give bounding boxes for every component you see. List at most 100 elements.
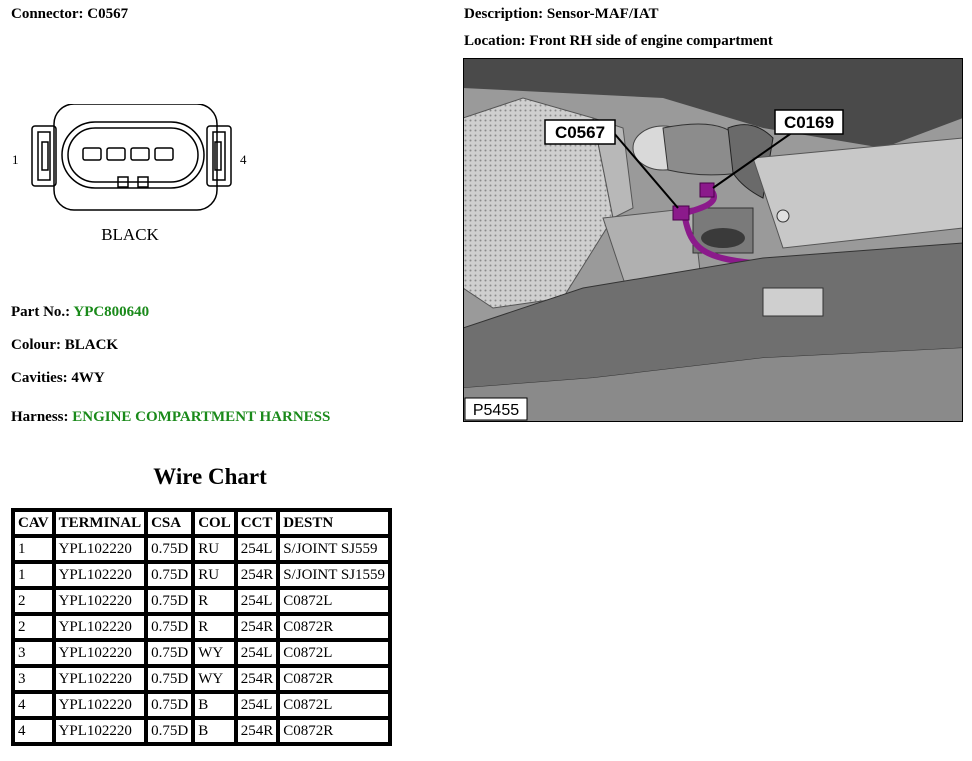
cell-destn: C0872R [278,614,391,640]
cell-csa: 0.75D [146,588,194,614]
cell-cav: 4 [13,718,54,744]
cell-csa: 0.75D [146,666,194,692]
engine-compartment-photo: C0567 C0169 P5455 [463,58,963,422]
harness-line: Harness: ENGINE COMPARTMENT HARNESS [11,409,330,426]
left-latch-slot [41,141,49,171]
cell-destn: C0872L [278,692,391,718]
cell-col: WY [193,640,236,666]
location-value: Front RH side of engine compartment [529,33,773,49]
callout-c0567-box [544,119,616,145]
cell-destn: C0872L [278,588,391,614]
header-terminal: TERMINAL [53,510,147,536]
cell-terminal: YPL102220 [53,640,147,666]
cell-cct: 254R [235,666,279,692]
cell-csa: 0.75D [146,718,194,744]
bolt-head [776,209,790,223]
description-value: Sensor-MAF/IAT [546,6,659,22]
cell-cct: 254R [235,718,279,744]
connector-c0567-mark [672,205,690,221]
terminal-3 [130,147,150,161]
cell-terminal: YPL102220 [53,588,147,614]
cell-cct: 254L [235,588,279,614]
right-latch-inner [212,131,226,181]
sensor-port [701,228,745,248]
cell-terminal: YPL102220 [53,692,147,718]
cell-terminal: YPL102220 [53,562,147,588]
connector-housing [53,104,218,211]
cell-col: R [193,588,236,614]
callout-c0567-leader [612,131,679,209]
key-tab-1 [117,176,129,188]
harness-link[interactable]: ENGINE COMPARTMENT HARNESS [72,409,331,425]
engine-cover [463,97,614,309]
cell-csa: 0.75D [146,640,194,666]
callout-c0567-text: C0567 [555,123,605,142]
cell-destn: S/JOINT SJ1559 [278,562,391,588]
terminal-1 [82,147,102,161]
callout-c0169-leader [712,131,794,189]
cell-destn: S/JOINT SJ559 [278,536,391,562]
connector-oval-outer [61,121,205,189]
diagram-colour-caption: BLACK [101,225,159,244]
radiator-support [463,242,963,389]
cell-col: B [193,692,236,718]
connector-oval-inner [67,127,199,183]
callout-c0169-box [774,109,844,135]
cell-cct: 254L [235,640,279,666]
latch-bracket [762,287,824,317]
cell-terminal: YPL102220 [53,718,147,744]
cell-destn: C0872R [278,718,391,744]
cell-col: B [193,718,236,744]
wire-chart-title: Wire Chart [153,464,267,489]
cell-cav: 3 [13,666,54,692]
pin-4-label: 4 [240,152,247,167]
description-line: Description: Sensor-MAF/IAT [464,6,659,23]
cell-cav: 1 [13,536,54,562]
part-no-line: Part No.: YPC800640 [11,304,149,321]
cell-terminal: YPL102220 [53,666,147,692]
connector-line: Connector: C0567 [11,6,128,23]
connector-c0169-mark [699,182,715,198]
terminal-2 [106,147,126,161]
cell-col: RU [193,536,236,562]
cell-csa: 0.75D [146,692,194,718]
header-csa: CSA [146,510,194,536]
cavities-value: 4WY [71,370,105,386]
cell-cav: 2 [13,588,54,614]
location-line: Location: Front RH side of engine compar… [464,33,773,50]
cell-destn: C0872R [278,666,391,692]
connector-face-diagram: 1 4 BLACK [12,104,247,244]
header-col: COL [193,510,236,536]
colour-value: BLACK [64,337,119,353]
part-no-link[interactable]: YPC800640 [73,304,150,320]
right-panel [752,137,963,249]
cell-cav: 2 [13,614,54,640]
callout-c0169-text: C0169 [784,113,834,132]
cell-cav: 3 [13,640,54,666]
wire-chart-header-row: CAV TERMINAL CSA COL CCT DESTN [13,510,391,536]
lower-bumper [463,348,963,422]
pin-1-label: 1 [12,152,19,167]
cell-col: RU [193,562,236,588]
cell-csa: 0.75D [146,562,194,588]
cell-terminal: YPL102220 [53,536,147,562]
harness-label: Harness: [11,409,69,425]
right-latch [206,125,232,187]
cell-cct: 254R [235,562,279,588]
highlighted-harness-lower [682,217,754,266]
cell-cav: 1 [13,562,54,588]
intake-hose [662,123,739,176]
cavities-label: Cavities: [11,370,68,386]
cavities-line: Cavities: 4WY [11,370,105,387]
photo-ref-text: P5455 [473,402,519,419]
header-cav: CAV [13,510,54,536]
cell-destn: C0872L [278,640,391,666]
terminal-4 [154,147,174,161]
cell-cct: 254L [235,692,279,718]
